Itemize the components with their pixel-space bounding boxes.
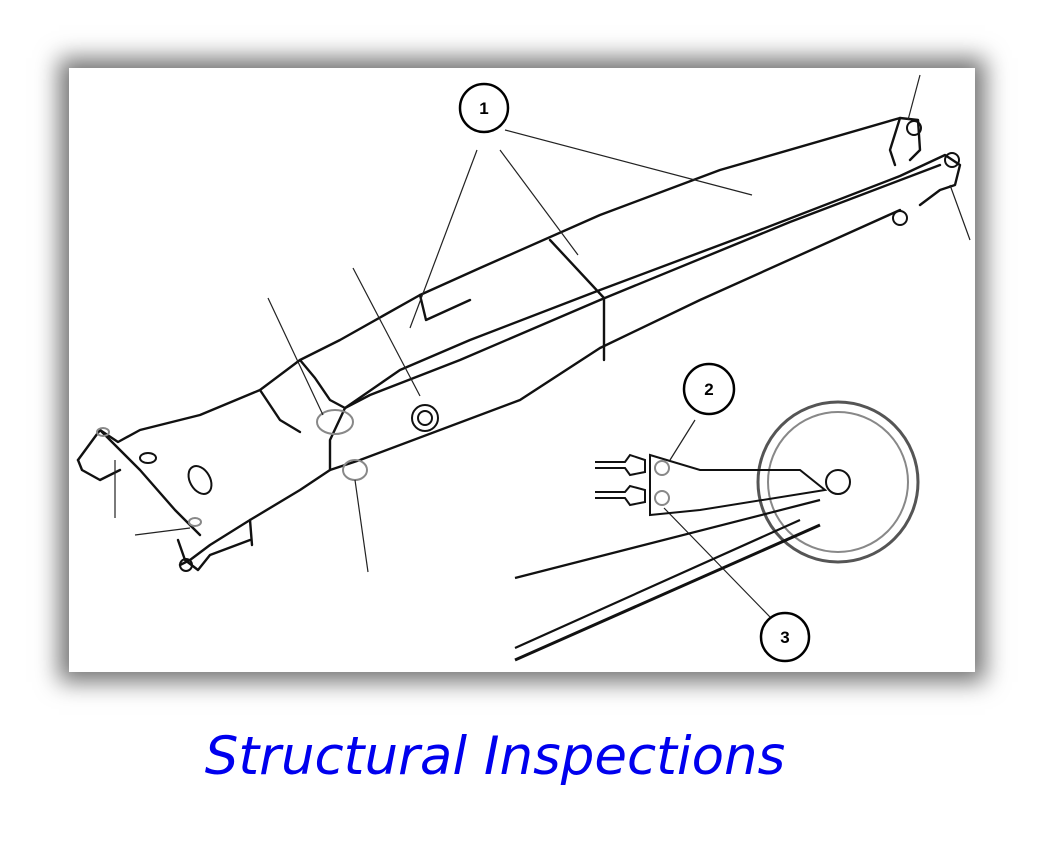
leader-lines xyxy=(114,74,971,618)
inset-wheel-assembly xyxy=(514,400,920,662)
caption: Structural Inspections xyxy=(204,726,786,787)
callout-label: 1 xyxy=(479,99,488,118)
callout-label: 3 xyxy=(780,628,789,647)
diagram-panel xyxy=(69,68,975,672)
callout-label: 2 xyxy=(704,380,713,399)
callout-2: 2 xyxy=(682,362,736,416)
arm-details xyxy=(96,120,960,572)
arm-outline xyxy=(76,116,962,572)
callout-1: 1 xyxy=(458,82,510,134)
callout-3: 3 xyxy=(759,611,811,663)
